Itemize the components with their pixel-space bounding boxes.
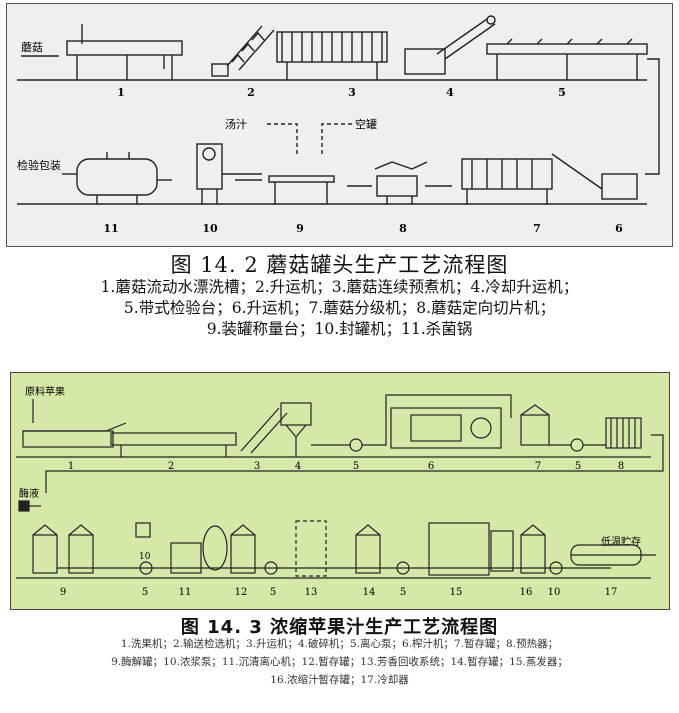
num-11: 11 <box>179 587 192 598</box>
num-9: 9 <box>296 222 304 235</box>
cooling-elevator <box>404 48 446 75</box>
num-3: 3 <box>254 461 260 472</box>
mushroom-process-drawing: 蘑菇 汤汁 空罐 检验包装 1 2 3 4 5 6 7 8 9 10 11 <box>17 15 660 235</box>
num-5d: 5 <box>270 587 276 598</box>
figure1-legend-line: 5.带式检验台；6.升运机；7.蘑菇分级机；8.蘑菇定向切片机； <box>123 299 556 317</box>
num-15: 15 <box>450 587 463 598</box>
num-16: 16 <box>520 587 533 598</box>
crusher <box>280 402 312 426</box>
elevator-6 <box>551 153 603 190</box>
num-11: 11 <box>103 222 118 235</box>
filling-table <box>268 175 335 183</box>
num-3: 3 <box>348 86 356 99</box>
apple-juice-process-diagram: 原料苹果 酶液 低温贮存 10 1 2 3 4 5 6 7 5 8 9 5 11… <box>10 372 670 610</box>
num-1: 1 <box>117 86 125 99</box>
output-label: 检验包装 <box>17 158 61 172</box>
num-9: 9 <box>60 587 66 598</box>
holding-tank-12 <box>230 534 256 574</box>
clarifying-centrifuge <box>170 542 202 574</box>
fruit-washer <box>23 422 127 432</box>
figure2-title: 图 14. 3 浓缩苹果汁生产工艺流程图 <box>180 617 499 638</box>
num-4: 4 <box>295 461 301 472</box>
num-17: 17 <box>605 587 618 598</box>
num-12: 12 <box>235 587 248 598</box>
evaporator <box>428 522 490 576</box>
num-5c: 5 <box>142 587 148 598</box>
can-label: 空罐 <box>355 117 377 131</box>
enzyme-label: 酶液 <box>19 487 39 500</box>
holding-tank-7 <box>520 414 550 446</box>
figure1-title: 图 14. 2 蘑菇罐头生产工艺流程图 <box>170 253 509 277</box>
inspection-belt <box>486 43 648 55</box>
seamer <box>196 143 223 190</box>
aroma-recovery <box>295 520 327 577</box>
figure2-legend-line: 16.浓缩汁暂存罐；17.冷却器 <box>270 674 409 686</box>
figure2-legend-line: 1.洗果机；2.输送检选机；3.升运机；4.破碎机；5.离心泵；6.榨汁机；7.… <box>120 638 559 650</box>
num-1: 1 <box>68 461 74 472</box>
input-label: 蘑菇 <box>21 40 43 54</box>
elevator <box>240 407 280 452</box>
num-6: 6 <box>428 461 434 472</box>
input-label: 原料苹果 <box>25 385 65 398</box>
figure1-legend-line: 9.装罐称量台；10.封罐机；11.杀菌锅 <box>206 320 473 338</box>
retort <box>76 158 158 196</box>
num-6: 6 <box>615 222 623 235</box>
num-8: 8 <box>618 461 624 472</box>
num-4: 4 <box>446 86 454 99</box>
num-14: 14 <box>363 587 376 598</box>
mushroom-process-diagram: 蘑菇 汤汁 空罐 检验包装 1 2 3 4 5 6 7 8 9 10 11 <box>6 3 673 247</box>
elevator-2 <box>226 25 263 67</box>
num-5: 5 <box>558 86 566 99</box>
num-2: 2 <box>168 461 174 472</box>
num-5b: 5 <box>575 461 581 472</box>
num-5: 5 <box>353 461 359 472</box>
num-5e: 5 <box>400 587 406 598</box>
figure2-legend-line: 9.酶解罐；10.浓浆泵；11.沉清离心机；12.暂存罐；13.芳香回收系统；1… <box>111 656 568 668</box>
grader <box>461 158 553 190</box>
enzyme-tank <box>68 534 94 574</box>
pump <box>349 438 363 452</box>
num-2: 2 <box>247 86 255 99</box>
apple-juice-process-drawing: 原料苹果 酶液 低温贮存 10 1 2 3 4 5 6 7 5 8 9 5 11… <box>16 385 664 598</box>
concentrate-tank <box>520 534 546 574</box>
pump <box>570 438 584 452</box>
num-10: 10 <box>202 222 218 235</box>
num-7: 7 <box>535 461 541 472</box>
enzyme-tank <box>32 534 58 574</box>
press <box>390 407 502 449</box>
num-8: 8 <box>399 222 407 235</box>
figure1-legend-line: 1.蘑菇流动水漂洗槽；2.升运机；3.蘑菇连续预煮机；4.冷却升运机； <box>100 278 579 296</box>
slurry-pump <box>135 522 151 538</box>
num-13: 13 <box>305 587 318 598</box>
washing-tank <box>66 40 183 56</box>
inspection-conveyor <box>110 432 237 446</box>
num-10: 10 <box>548 587 561 598</box>
holding-tank-14 <box>355 534 381 574</box>
num-7: 7 <box>533 222 541 235</box>
soup-label: 汤汁 <box>225 117 247 131</box>
mini-label: 10 <box>139 552 151 562</box>
slicer <box>376 175 418 197</box>
output-label: 低温贮存 <box>601 535 641 548</box>
